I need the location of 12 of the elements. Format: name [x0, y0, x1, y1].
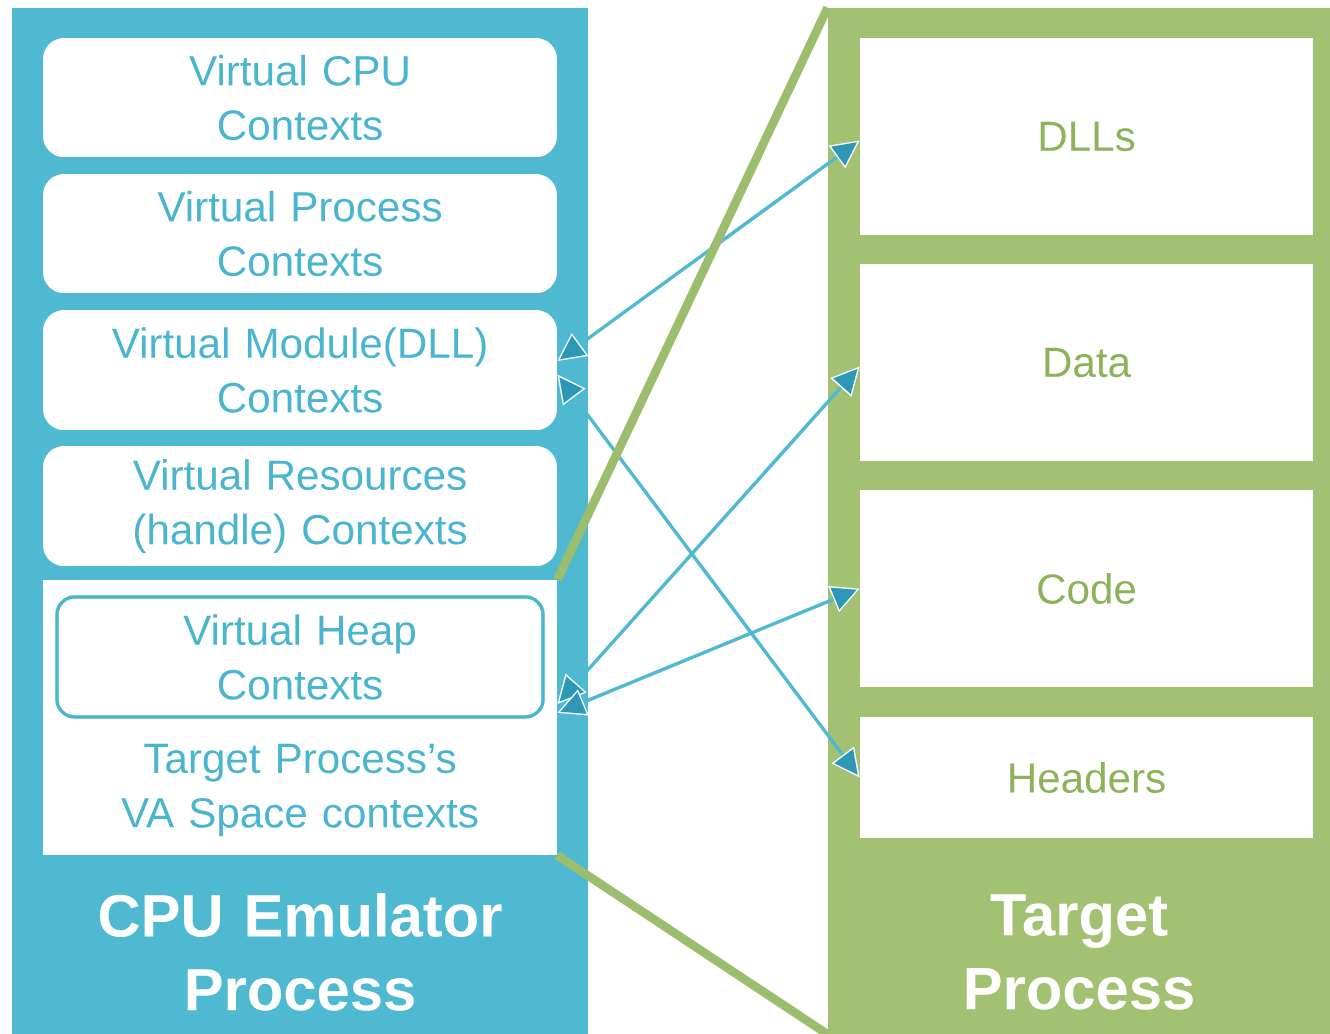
- section-box: Data: [860, 264, 1313, 461]
- section-box: Code: [860, 490, 1313, 687]
- arrow: [557, 140, 860, 361]
- context-box: Virtual CPU Contexts: [43, 38, 557, 157]
- context-box: Virtual Resources (handle) Contexts: [43, 446, 557, 566]
- section-box: Headers: [860, 717, 1313, 838]
- zoom-line: [553, 5, 832, 582]
- section-box: DLLs: [860, 38, 1313, 235]
- context-box: Virtual Process Contexts: [43, 174, 557, 293]
- context-box: Virtual Heap Contexts: [55, 595, 545, 719]
- context-box: Virtual Module(DLL) Contexts: [43, 310, 557, 430]
- arrow: [557, 366, 860, 704]
